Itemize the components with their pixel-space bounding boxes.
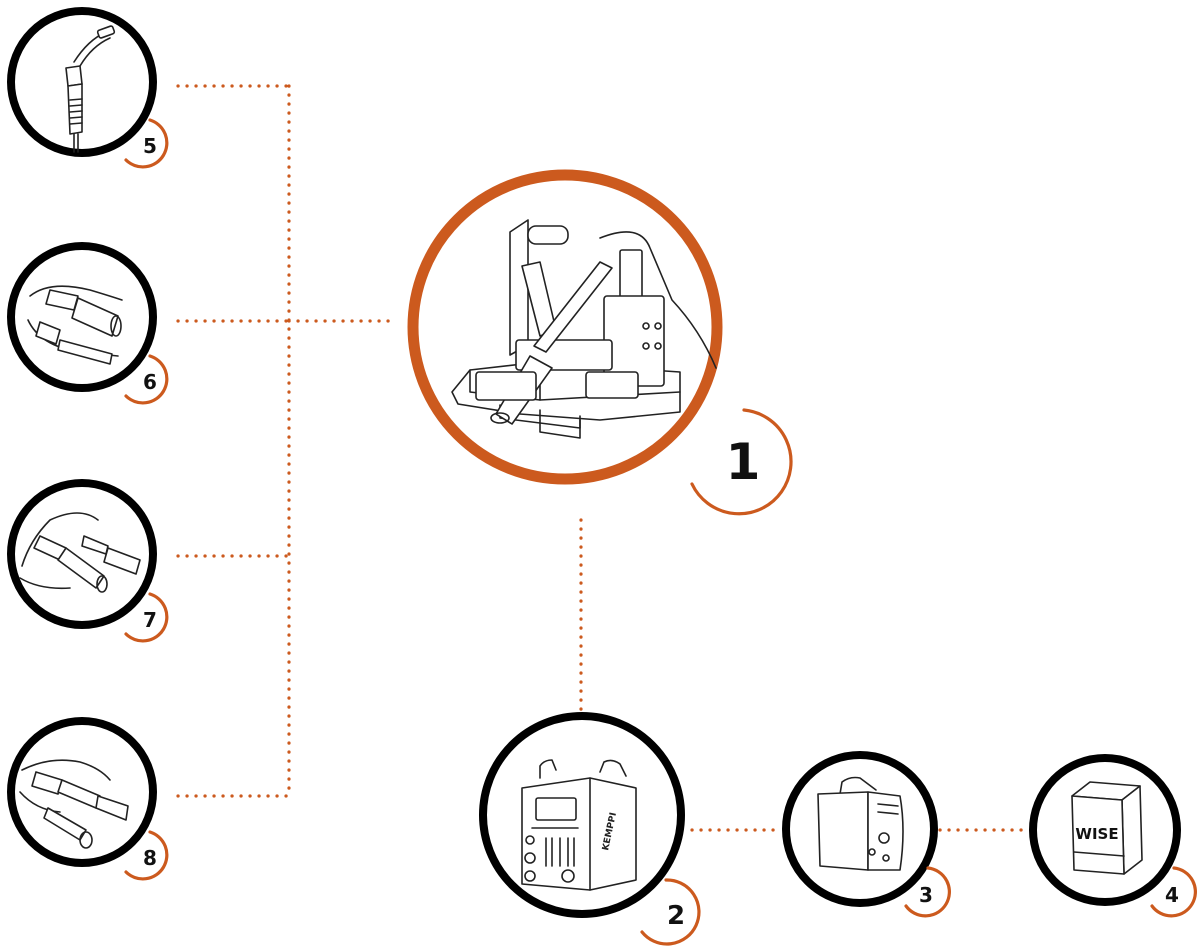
wise-software-box-icon: WISE [1071, 781, 1143, 875]
cable-connector-icon [27, 285, 123, 365]
node-2[interactable]: KEMPPI 2 [479, 712, 701, 946]
cable-connector-icon [19, 512, 141, 593]
node-6-badge-arc [124, 354, 169, 405]
node-1-badge-arc [690, 408, 793, 516]
node-4-badge-arc [1150, 866, 1197, 918]
node-4-number: 4 [1165, 883, 1179, 907]
node-4[interactable]: WISE 4 [1029, 754, 1197, 918]
node-6-number: 6 [143, 370, 157, 394]
cable-connector-icon [19, 759, 129, 849]
node-8-badge-arc [124, 830, 169, 881]
node-5-number: 5 [143, 134, 157, 158]
node-5[interactable]: 5 [7, 7, 169, 169]
node-7-badge-arc [124, 592, 169, 643]
welding-carriage-icon [451, 219, 717, 439]
node-7-ring [7, 479, 157, 629]
wire-feeder-icon [817, 776, 904, 871]
wise-box-label: WISE [1075, 825, 1118, 843]
node-6[interactable]: 6 [7, 242, 169, 405]
node-1[interactable]: 1 [407, 169, 793, 516]
connector-lines [176, 84, 1030, 832]
welding-gun-icon [65, 25, 116, 153]
node-5-badge-arc [124, 118, 169, 169]
node-7-number: 7 [143, 608, 157, 632]
node-3[interactable]: 3 [782, 751, 951, 918]
node-7[interactable]: 7 [7, 479, 169, 643]
node-3-badge-arc [904, 866, 951, 918]
welding-power-source-icon: KEMPPI [521, 759, 637, 891]
node-3-number: 3 [919, 883, 933, 907]
node-8[interactable]: 8 [7, 717, 169, 881]
node-8-number: 8 [143, 846, 157, 870]
node-2-badge-arc [640, 878, 701, 946]
node-1-number: 1 [726, 433, 761, 491]
node-2-number: 2 [667, 901, 685, 931]
